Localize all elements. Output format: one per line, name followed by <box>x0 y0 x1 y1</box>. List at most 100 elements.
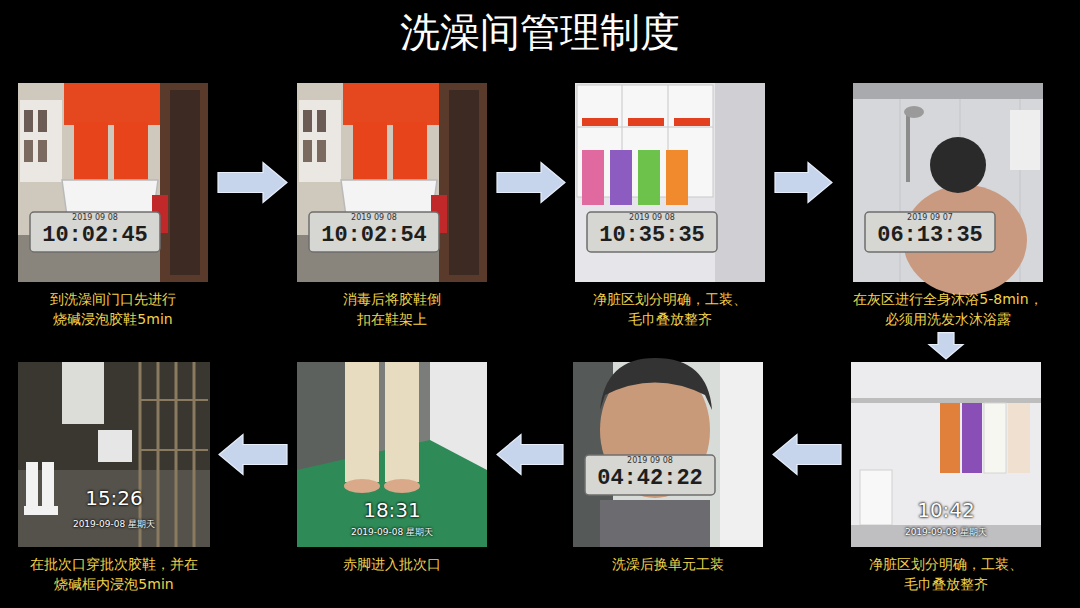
photo-frame <box>18 83 208 282</box>
flow-arrow <box>219 435 287 475</box>
step-panel: 到洗澡间门口先进行 烧碱浸泡胶鞋5min <box>13 83 213 330</box>
towel-photo <box>984 403 1006 473</box>
batch-boot-photo <box>26 462 38 512</box>
photo-time: 04:42:22 <box>585 468 715 490</box>
shower-photo <box>853 83 1043 295</box>
photo-shape <box>297 83 487 282</box>
batch-boot-photo <box>140 449 208 451</box>
step-panel: 在批次口穿批次胶鞋，并在 烧碱框内浸泡5min <box>14 362 214 595</box>
shower-photo <box>1010 110 1040 170</box>
step-caption: 洗澡后换单元工装 <box>568 554 768 574</box>
step-panel: 净脏区划分明确，工装、 毛巾叠放整齐 <box>570 83 770 330</box>
step-caption: 在灰区进行全身沐浴5-8min， 必须用洗发水沐浴露 <box>837 289 1059 330</box>
photo-date: 2019-09-08 星期天 <box>29 520 199 529</box>
photo-time: 10:02:45 <box>30 225 160 247</box>
photo-date: 2019 09 08 <box>309 214 439 222</box>
photo-frame <box>575 83 765 282</box>
shower-photo <box>904 106 924 118</box>
shelf-photo <box>628 118 664 126</box>
photo-date: 2019-09-08 星期天 <box>307 528 477 537</box>
shelf-photo <box>715 83 765 282</box>
shelf-photo <box>610 150 632 205</box>
photo-time: 18:31 <box>342 500 442 520</box>
batch-boot-photo <box>18 362 210 547</box>
batch-boot-photo <box>98 430 132 462</box>
shelf-photo <box>577 127 713 128</box>
step-caption: 到洗澡间门口先进行 烧碱浸泡胶鞋5min <box>13 289 213 330</box>
photo-date: 2019-09-08 星期天 <box>861 528 1031 537</box>
selfie-photo <box>585 455 715 495</box>
towel-photo <box>860 470 892 525</box>
photo-date: 2019 09 08 <box>587 214 717 222</box>
flow-arrow <box>497 435 563 475</box>
selfie-photo <box>573 362 763 547</box>
photo-date: 2019 09 07 <box>865 214 995 222</box>
shower-photo <box>900 99 901 282</box>
photo-time: 10:35:35 <box>587 225 717 247</box>
photo-time: 10:42 <box>896 500 996 520</box>
shelf-photo <box>666 150 688 205</box>
step-caption: 净脏区划分明确，工装、 毛巾叠放整齐 <box>846 554 1046 595</box>
page-title: 洗澡间管理制度 <box>0 8 1080 56</box>
barefoot-photo <box>297 362 487 547</box>
batch-boot-photo <box>18 362 210 547</box>
step-caption: 消毒后将胶鞋倒 扣在鞋架上 <box>336 289 448 330</box>
flow-arrow <box>775 163 832 203</box>
batch-boot-photo <box>157 362 160 547</box>
shelf-photo <box>575 83 765 282</box>
photo-time: 10:02:54 <box>309 225 439 247</box>
step-panel: 净脏区划分明确，工装、 毛巾叠放整齐 <box>846 362 1046 595</box>
flow-arrow <box>497 163 565 203</box>
step-panel: 赤脚进入批次口 <box>292 362 492 574</box>
towel-photo <box>940 403 960 473</box>
selfie-photo <box>600 358 712 410</box>
selfie-photo <box>573 358 763 547</box>
barefoot-photo <box>384 479 420 493</box>
shelf-photo <box>582 118 618 126</box>
shelf-photo <box>575 83 765 282</box>
shelf-photo <box>638 150 660 205</box>
step-panel: 在灰区进行全身沐浴5-8min， 必须用洗发水沐浴露 <box>837 83 1059 330</box>
barefoot-photo <box>385 362 419 482</box>
towel-photo <box>851 525 1041 547</box>
step-caption: 在批次口穿批次胶鞋，并在 烧碱框内浸泡5min <box>14 554 214 595</box>
step-caption: 净脏区划分明确，工装、 毛巾叠放整齐 <box>570 289 770 330</box>
photo-date: 2019 09 08 <box>30 214 160 222</box>
batch-boot-photo <box>62 362 104 424</box>
photo-frame <box>573 362 763 547</box>
towel-photo <box>851 362 1041 547</box>
batch-boot-photo <box>140 399 208 401</box>
shower-photo <box>906 112 910 182</box>
shelf-photo <box>582 150 604 205</box>
selfie-photo <box>720 362 763 547</box>
flow-arrow <box>773 435 841 475</box>
towel-photo <box>1008 403 1030 473</box>
batch-boot-photo <box>175 362 178 547</box>
flow-arrow <box>218 163 287 203</box>
step-caption: 赤脚进入批次口 <box>292 554 492 574</box>
towel-photo <box>851 398 1041 403</box>
photo-date: 2019 09 08 <box>585 457 715 465</box>
shelf-photo <box>587 212 717 252</box>
batch-boot-photo <box>24 506 42 515</box>
shelf-photo <box>674 118 710 126</box>
photo-time: 06:13:35 <box>865 225 995 247</box>
flow-arrow <box>929 333 963 359</box>
towel-photo <box>851 362 1041 547</box>
step-panel: 消毒后将胶鞋倒 扣在鞋架上 <box>292 83 492 330</box>
batch-boot-photo <box>42 462 54 512</box>
barefoot-photo <box>297 362 487 547</box>
barefoot-photo <box>344 479 380 493</box>
shower-photo <box>853 83 1043 99</box>
barefoot-photo <box>345 362 379 482</box>
photo-frame <box>297 83 487 282</box>
shower-photo <box>865 212 995 252</box>
shower-photo <box>930 137 986 193</box>
photo-time: 15:26 <box>64 488 164 508</box>
photo-frame <box>853 83 1043 282</box>
batch-boot-photo <box>40 506 58 515</box>
batch-boot-photo <box>193 362 196 547</box>
photo-shape <box>18 83 208 282</box>
towel-photo <box>962 403 982 473</box>
